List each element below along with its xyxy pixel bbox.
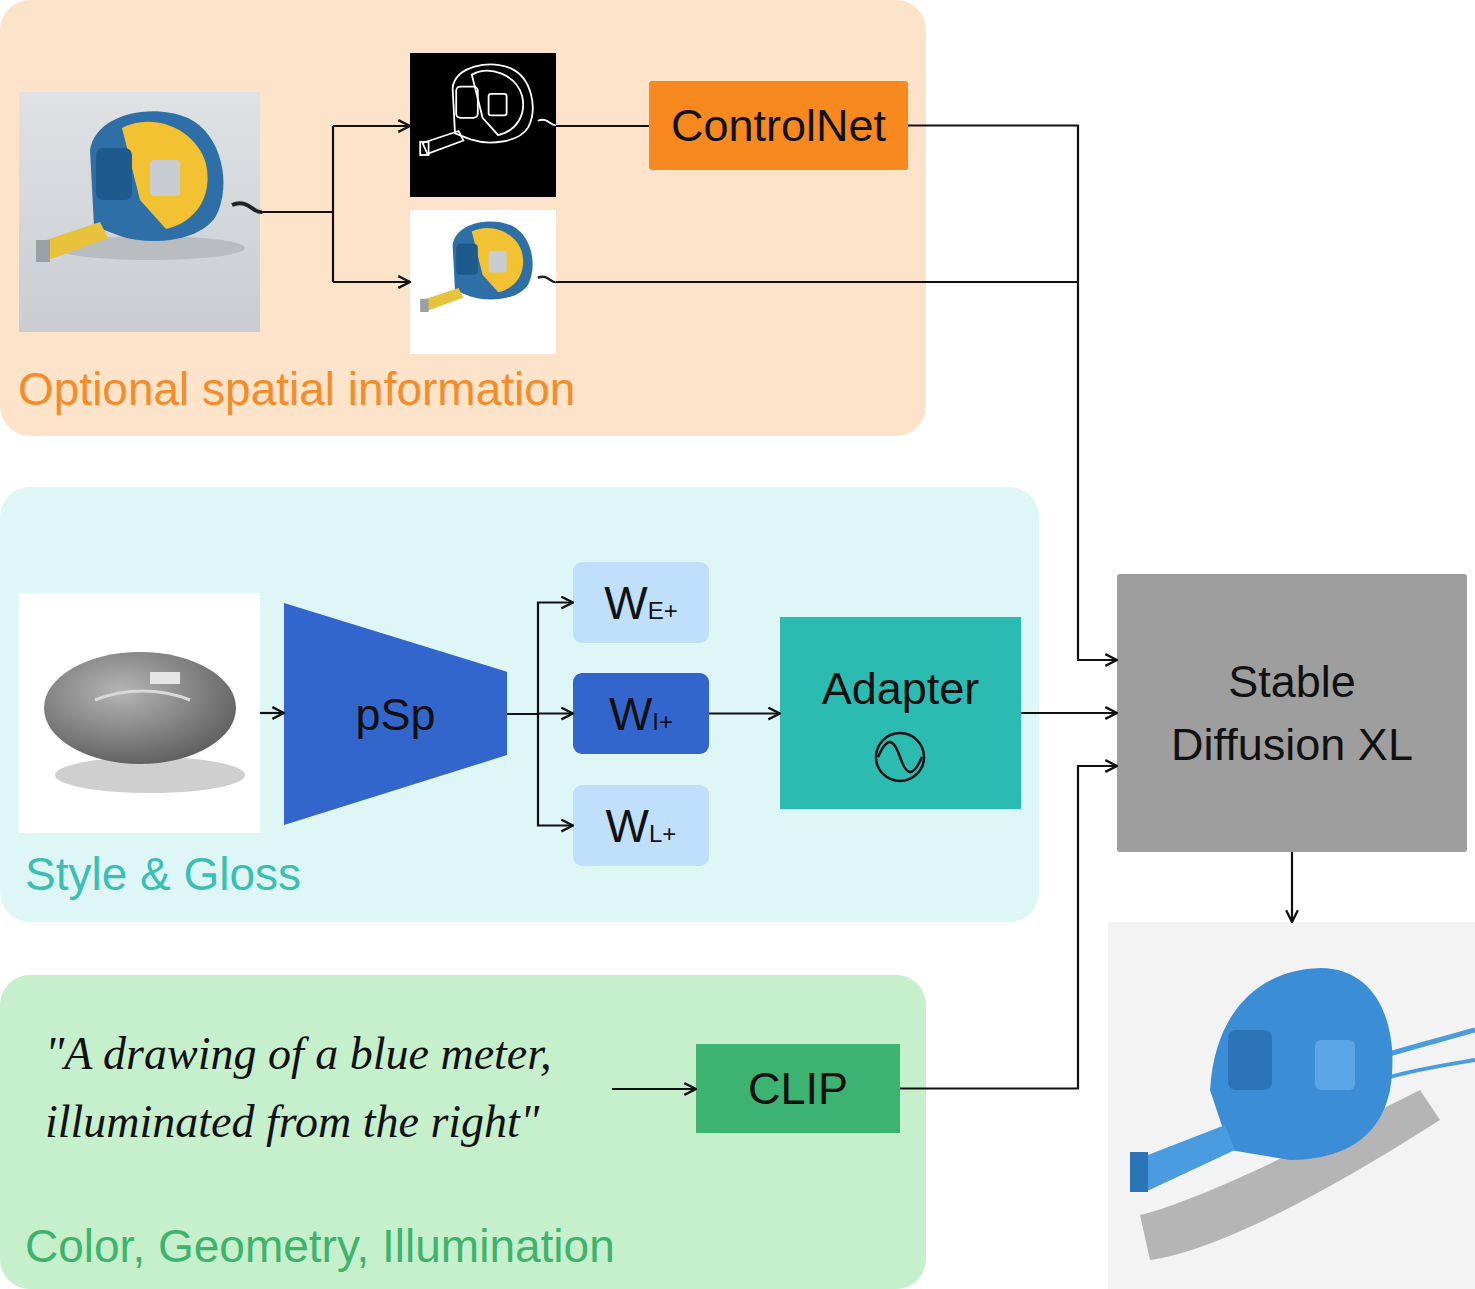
ball-shadow	[55, 757, 245, 793]
edge-lines	[420, 65, 556, 155]
box-label: CLIP	[748, 1057, 848, 1120]
section-band: Optional spatial information ControlNet	[0, 0, 926, 436]
output-clip	[1315, 1040, 1355, 1090]
ball-label	[150, 672, 180, 684]
photo-background	[19, 92, 260, 332]
symbol-wave	[878, 742, 922, 772]
split-wire	[260, 126, 333, 282]
output-cord	[1380, 1060, 1475, 1080]
arrow-wire	[260, 712, 284, 714]
latent-label: WL+	[606, 803, 677, 849]
band-heading: Style & Gloss	[25, 847, 301, 902]
edge-line	[538, 120, 556, 125]
segmented-image	[410, 210, 556, 354]
style-background	[19, 593, 260, 833]
ball-body	[44, 652, 236, 764]
latent-label: WE+	[604, 580, 677, 626]
arrow-wire	[333, 125, 410, 127]
output-image	[1108, 922, 1475, 1289]
section-band: Color, Geometry, Illumination CLIP	[0, 975, 926, 1289]
edge-line	[453, 65, 533, 143]
adapter-box: Adapter	[780, 617, 1021, 809]
edge-line	[420, 142, 428, 155]
connector-arrow	[900, 766, 1117, 1089]
connector-arrow	[709, 712, 780, 714]
section-band: Style & Gloss pSp WE+ WI+ WL+ Adapter	[0, 487, 1039, 922]
plain-wire	[556, 125, 649, 127]
edge-line	[423, 131, 464, 154]
connector-arrow	[908, 126, 1117, 661]
arrow-wire	[1291, 852, 1293, 922]
edge-line	[456, 87, 478, 118]
output-background	[1108, 922, 1475, 1289]
output-body	[1210, 968, 1392, 1160]
output-cord	[1370, 1030, 1475, 1060]
tape-photo	[19, 92, 262, 332]
box-label: Stable Diffusion XL	[1167, 650, 1417, 776]
sine-symbol	[876, 733, 924, 781]
edge-map	[410, 53, 556, 197]
connector-arrow	[507, 603, 573, 715]
model-box: Stable Diffusion XL	[1117, 574, 1467, 852]
tape-drawing	[420, 222, 556, 312]
band-heading: Optional spatial information	[18, 362, 575, 417]
wires	[260, 126, 1292, 1089]
connector-arrow	[507, 714, 573, 826]
segment-tape	[420, 222, 556, 312]
segment-background	[410, 210, 556, 354]
arrow-wire	[612, 1088, 696, 1090]
symbol-circle	[876, 733, 924, 781]
edge-map-background	[410, 53, 556, 197]
latent-box: WI+	[573, 673, 709, 754]
arrow-wire	[333, 281, 410, 283]
edge-line	[472, 71, 523, 135]
output-hook	[1130, 1152, 1148, 1192]
tape-drawing	[36, 111, 262, 262]
box-label: pSp	[355, 683, 435, 746]
output-shadow	[1140, 1090, 1440, 1260]
output-blade	[1135, 1125, 1235, 1192]
latent-label: WI+	[609, 691, 673, 737]
latent-box: WE+	[573, 562, 709, 643]
connector-arrow	[507, 712, 573, 715]
latent-box: WL+	[573, 785, 709, 866]
edge-line	[489, 94, 507, 116]
style-image	[19, 593, 260, 833]
trapezoid-shape	[284, 603, 507, 825]
merge-wire	[556, 281, 1078, 283]
box-label: Adapter	[822, 657, 980, 720]
photo-shadow	[55, 236, 245, 260]
connector-arrow	[1021, 712, 1117, 714]
ball-seam	[95, 691, 190, 700]
process-box: ControlNet	[649, 81, 908, 170]
encoder-trapezoid: pSp	[284, 603, 507, 825]
process-box: CLIP	[696, 1044, 900, 1133]
output-slider	[1228, 1030, 1272, 1090]
box-label: ControlNet	[671, 94, 886, 157]
band-heading: Color, Geometry, Illumination	[25, 1219, 615, 1274]
